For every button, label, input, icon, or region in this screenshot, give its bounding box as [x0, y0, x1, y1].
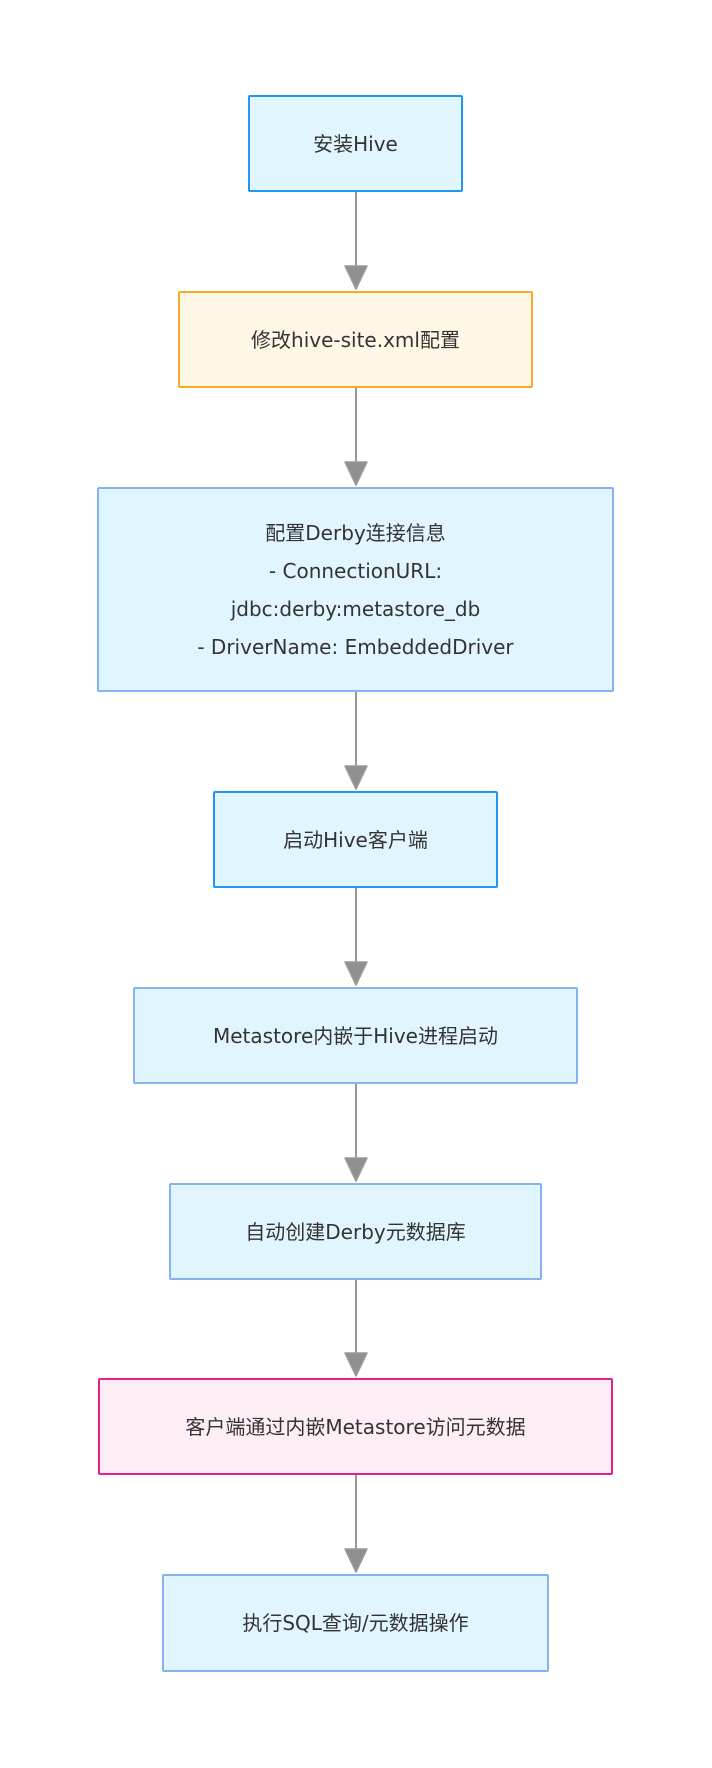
flow-edge-arrow [344, 692, 368, 790]
node-label: 执行SQL查询/元数据操作 [242, 1611, 469, 1635]
node-label-line: 配置Derby连接信息 [265, 520, 446, 545]
node-client-access-metastore: 客户端通过内嵌Metastore访问元数据 [98, 1378, 613, 1475]
node-start-hive-client: 启动Hive客户端 [213, 791, 498, 888]
flow-edge-arrow [344, 1084, 368, 1182]
node-label-line: - ConnectionURL: [268, 558, 443, 583]
node-label: 安装Hive [313, 131, 398, 156]
node-label-line: - DriverName: EmbeddedDriver [197, 634, 514, 659]
node-execute-sql: 执行SQL查询/元数据操作 [162, 1574, 549, 1672]
node-edit-hive-site: 修改hive-site.xml配置 [178, 291, 533, 388]
node-label-line: jdbc:derby:metastore_db [230, 596, 481, 621]
arrowhead-icon [344, 461, 368, 486]
arrowhead-icon [344, 265, 368, 290]
node-label: 客户端通过内嵌Metastore访问元数据 [185, 1414, 526, 1439]
flow-edge-arrow [344, 1280, 368, 1377]
flow-edge-arrow [344, 388, 368, 486]
node-label: 修改hive-site.xml配置 [251, 327, 460, 352]
node-install-hive: 安装Hive [248, 95, 463, 192]
flow-edge-arrow [344, 192, 368, 290]
node-label: 自动创建Derby元数据库 [245, 1219, 466, 1244]
flow-edge-arrow [344, 888, 368, 986]
arrowhead-icon [344, 1157, 368, 1182]
node-configure-derby: 配置Derby连接信息 - ConnectionURL: jdbc:derby:… [97, 487, 614, 692]
node-label: 启动Hive客户端 [283, 827, 428, 852]
arrowhead-icon [344, 961, 368, 986]
node-create-derby-db: 自动创建Derby元数据库 [169, 1183, 542, 1280]
arrowhead-icon [344, 1352, 368, 1377]
arrowhead-icon [344, 765, 368, 790]
node-metastore-embedded: Metastore内嵌于Hive进程启动 [133, 987, 578, 1084]
flow-edge-arrow [344, 1475, 368, 1573]
arrowhead-icon [344, 1548, 368, 1573]
node-label: Metastore内嵌于Hive进程启动 [213, 1023, 498, 1048]
